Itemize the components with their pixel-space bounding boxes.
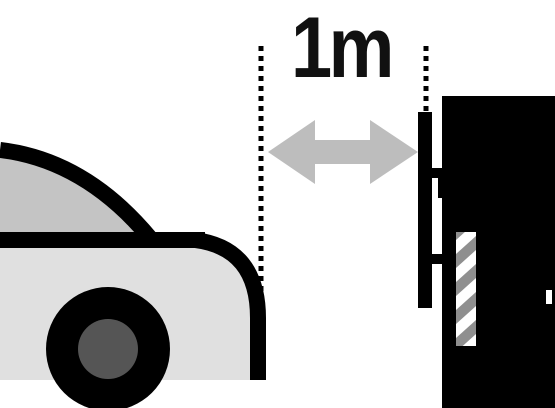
charger-bracket <box>438 176 448 198</box>
charger-arm-lower <box>424 254 446 264</box>
car-icon <box>0 150 262 408</box>
car-wheel-hub <box>78 319 138 379</box>
ev-charger-icon <box>418 96 555 408</box>
distance-label: 1m <box>287 2 395 94</box>
charger-hazard-stripes <box>456 222 476 366</box>
double-arrow-icon <box>268 120 418 184</box>
charger-plate <box>418 112 432 308</box>
charger-indicator <box>546 290 552 304</box>
